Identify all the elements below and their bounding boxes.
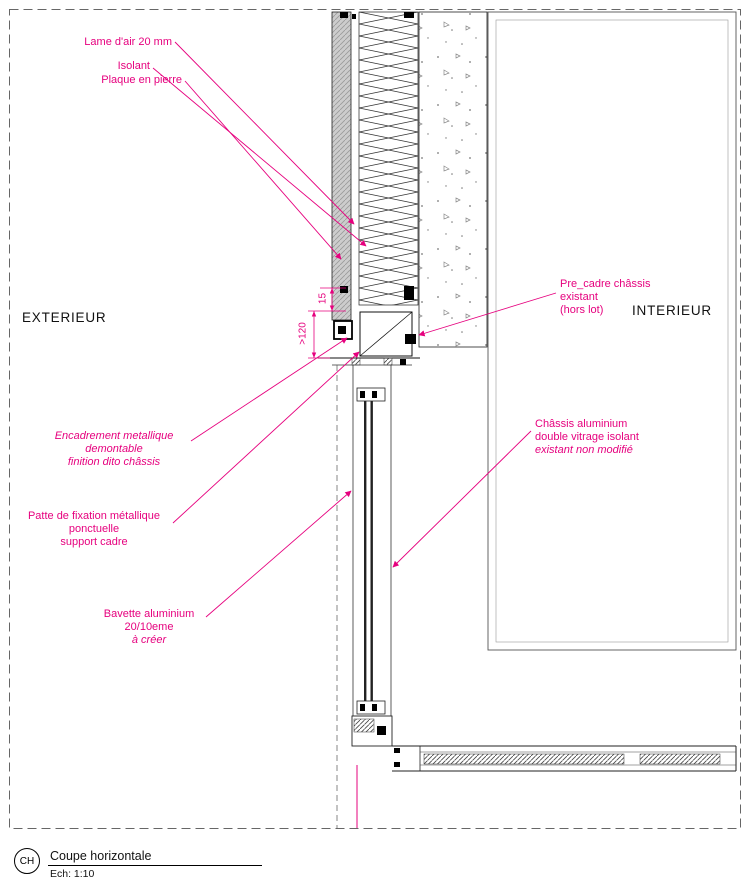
label-line: Encadrement metallique: [54, 430, 174, 442]
drawing-scale: Ech: 1:10: [50, 868, 95, 880]
label-encadrement: Encadrement metallique demontable finiti…: [40, 430, 188, 469]
interior-zone-outline: [487, 11, 737, 651]
bottom-frame-block: [351, 715, 393, 747]
leader-chassis: [392, 430, 532, 568]
concrete-wall: [418, 11, 488, 348]
label-line: existant non modifié: [535, 444, 633, 456]
label-chassis: Châssis aluminium double vitrage isolant…: [535, 418, 675, 457]
dim-label-15: 15: [317, 292, 329, 305]
drawing-title: Coupe horizontale: [50, 849, 152, 863]
section-drawing: [9, 9, 741, 829]
label-line: Pre_cadre châssis: [560, 278, 651, 290]
section-tag-circle: CH: [14, 848, 40, 874]
glass-pane-outer: [364, 401, 367, 703]
leader-bavette: [205, 490, 352, 618]
glazing-cap-bottom: [356, 700, 386, 715]
insulation-layer: [358, 11, 419, 306]
leader-lines: [152, 41, 557, 618]
fixing-anchors: [340, 12, 414, 300]
sill-assembly: [392, 745, 737, 772]
label-line: Bavette aluminium: [103, 608, 195, 620]
label-bavette: Bavette aluminium 20/10eme à créer: [95, 608, 203, 647]
label-isolant: Isolant: [117, 60, 150, 72]
dim-label-120: >120: [297, 322, 309, 345]
label-line: à créer: [131, 634, 167, 646]
label-line: Châssis aluminium: [535, 418, 628, 430]
glass-pane-inner: [370, 401, 373, 703]
label-line: Patte de fixation métallique: [27, 510, 161, 522]
label-pre-cadre: Pre_cadre châssis existant (hors lot): [560, 278, 690, 317]
zone-exterieur: EXTERIEUR: [22, 310, 107, 325]
leader-patte-fixation: [172, 351, 360, 524]
label-lame-air: Lame d'air 20 mm: [84, 36, 172, 48]
label-line: ponctuelle: [68, 523, 120, 535]
leader-encadrement: [190, 337, 348, 442]
label-line: 20/10eme: [124, 621, 174, 633]
label-line: (hors lot): [560, 304, 604, 316]
axis-lines: [336, 365, 358, 828]
sheet-border: [9, 9, 741, 829]
section-tag: CH: [19, 855, 35, 867]
window-head-detail: [318, 311, 420, 366]
glazing-assembly: [351, 365, 393, 747]
dimension-120: [308, 311, 330, 359]
label-line: double vitrage isolant: [535, 431, 639, 443]
label-plaque-pierre: Plaque en pierre: [101, 74, 182, 86]
leader-pre-cadre: [418, 292, 557, 337]
label-line: support cadre: [60, 536, 128, 548]
title-block: CH Coupe horizontale Ech: 1:10: [0, 842, 750, 896]
label-line: demontable: [85, 443, 143, 455]
leader-lame-air: [174, 41, 355, 225]
label-line: existant: [560, 291, 598, 303]
leader-plaque-pierre: [184, 80, 342, 260]
wall-assembly: [331, 11, 488, 348]
stone-plate: [331, 11, 352, 321]
label-patte-fixation: Patte de fixation métallique ponctuelle …: [18, 510, 170, 549]
title-underline: [48, 865, 262, 866]
zone-interieur: INTERIEUR: [632, 303, 712, 318]
leader-isolant: [152, 67, 367, 247]
label-line: finition dito châssis: [67, 456, 161, 468]
glazing-cap-top: [356, 387, 386, 402]
